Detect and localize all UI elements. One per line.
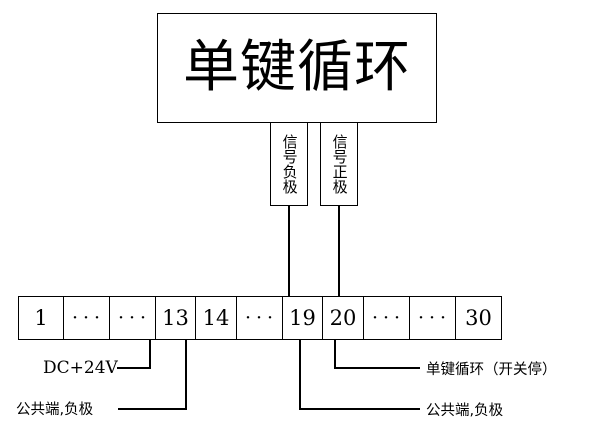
terminal-cell-13: 13 [156,297,196,339]
terminal-cell-ellipsis: ··· [364,297,410,339]
terminal-cell-ellipsis: ··· [410,297,456,339]
annotation-common-left: 公共端,负极 [16,402,94,418]
terminal-cell-ellipsis: ··· [237,297,283,339]
signal-negative-label: 信号负极 [280,134,299,194]
page-title: 单键循环 [183,35,411,100]
wire-terminal-14-to-common-left [118,340,187,410]
terminal-cell-20: 20 [323,297,364,339]
wire-terminal-19-to-common-right [299,340,420,410]
signal-negative-box: 信号负极 [270,122,308,206]
signal-positive-box: 信号正极 [320,122,358,206]
signal-positive-label: 信号正极 [330,134,349,194]
annotation-common-right: 公共端,负极 [426,403,504,419]
terminal-cell-1: 1 [19,297,64,339]
terminal-cell-19: 19 [283,297,323,339]
annotation-dc-supply: DC+24V [43,358,118,378]
terminal-cell-14: 14 [196,297,237,339]
wire-terminal-20-to-cycle-right [334,340,420,369]
wire-terminal-13-to-dc24v [117,340,151,369]
annotation-cycle-right: 单键循环（开关停） [426,362,557,378]
terminal-cell-ellipsis: ··· [110,297,156,339]
title-box: 单键循环 [157,13,437,123]
terminal-cell-ellipsis: ··· [64,297,110,339]
terminal-cell-30: 30 [465,306,492,330]
